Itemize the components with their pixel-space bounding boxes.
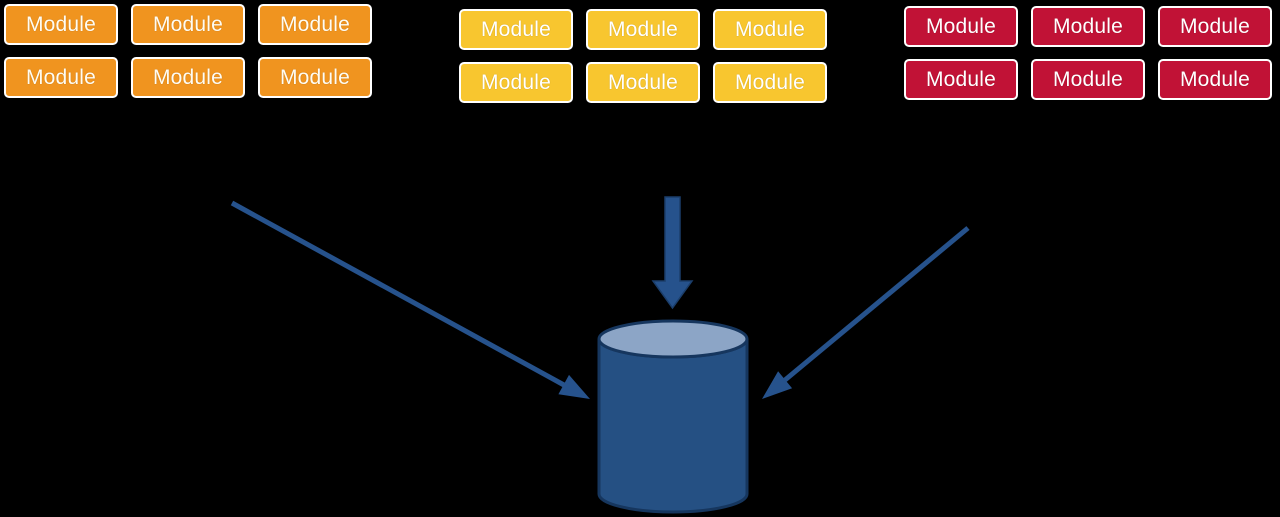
module-box: Module: [131, 57, 245, 98]
arrow-right-to-database-icon: [762, 226, 970, 399]
module-box: Module: [459, 62, 573, 103]
arrow-left-to-database-icon: [230, 200, 590, 399]
module-box: Module: [258, 57, 372, 98]
module-box: Module: [1031, 59, 1145, 100]
module-box: Module: [904, 6, 1018, 47]
module-box: Module: [713, 9, 827, 50]
module-box: Module: [4, 4, 118, 45]
module-box: Module: [459, 9, 573, 50]
database-cylinder-icon: [597, 319, 749, 514]
module-box: Module: [586, 9, 700, 50]
module-box: Module: [1158, 59, 1272, 100]
module-box: Module: [258, 4, 372, 45]
module-group-orange: Module Module Module Module Module Modul…: [4, 4, 372, 98]
module-group-red: Module Module Module Module Module Modul…: [904, 6, 1272, 100]
module-box: Module: [586, 62, 700, 103]
module-box: Module: [1031, 6, 1145, 47]
module-box: Module: [131, 4, 245, 45]
module-box: Module: [4, 57, 118, 98]
module-box: Module: [1158, 6, 1272, 47]
module-group-yellow: Module Module Module Module Module Modul…: [459, 9, 827, 103]
arrow-center-to-database-icon: [651, 196, 694, 310]
module-box: Module: [713, 62, 827, 103]
module-box: Module: [904, 59, 1018, 100]
